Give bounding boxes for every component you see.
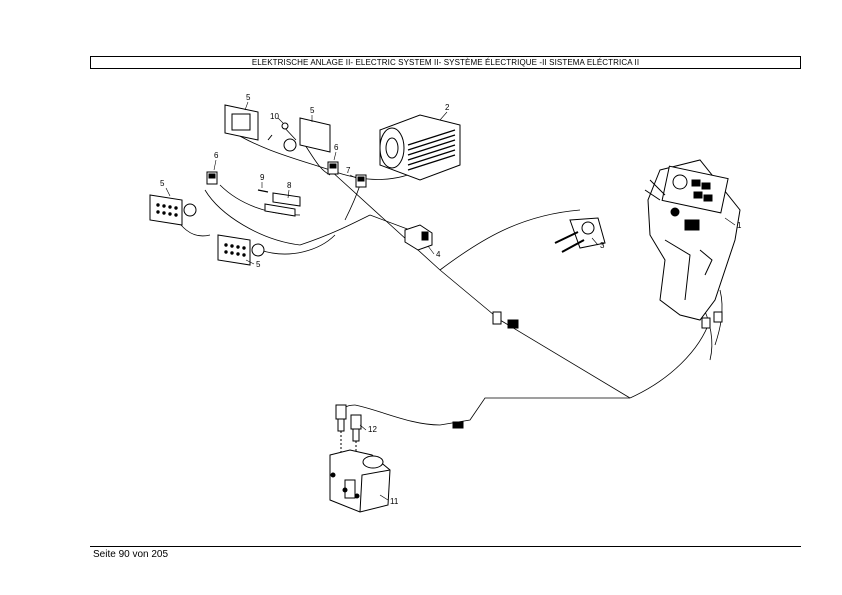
callout-8: 8 xyxy=(287,181,292,190)
callout-1: 1 xyxy=(737,221,742,230)
fuse-block xyxy=(264,192,301,217)
reservoir-tank xyxy=(329,449,391,513)
switch xyxy=(404,224,433,251)
callout-12: 12 xyxy=(368,425,377,434)
callout-4: 4 xyxy=(436,250,441,259)
bulb xyxy=(267,122,289,141)
callout-labels: 1 2 3 4 5 5 5 5 6 6 7 8 9 10 11 12 xyxy=(160,93,742,506)
page-title: ELEKTRISCHE ANLAGE II- ELECTRIC SYSTEM I… xyxy=(251,58,640,67)
callout-5b: 5 xyxy=(310,106,315,115)
callout-9: 9 xyxy=(260,173,265,182)
pressure-switches xyxy=(335,404,362,455)
sensor-assembly xyxy=(554,217,606,253)
footer-divider xyxy=(90,546,801,547)
page-number: Seite 90 von 205 xyxy=(93,549,169,560)
callout-5a: 5 xyxy=(246,93,251,102)
callout-6b: 6 xyxy=(334,143,339,152)
callout-2: 2 xyxy=(445,103,450,112)
callout-6a: 6 xyxy=(214,151,219,160)
callout-5c: 5 xyxy=(160,179,165,188)
callout-7: 7 xyxy=(346,166,351,175)
work-lamp-top-right xyxy=(283,117,331,153)
connector-7 xyxy=(355,174,367,188)
harness-connector xyxy=(452,311,519,429)
wiring-diagram: 1 2 3 4 5 5 5 5 6 6 7 8 9 10 11 12 xyxy=(140,78,750,533)
heater-unit xyxy=(379,114,461,181)
control-console xyxy=(644,159,741,329)
connector-6-left xyxy=(206,171,218,185)
page-title-box: ELEKTRISCHE ANLAGE II- ELECTRIC SYSTEM I… xyxy=(90,56,801,69)
small-fuse xyxy=(257,189,269,193)
work-lamp-left xyxy=(149,194,197,226)
work-lamp-bottom xyxy=(217,234,265,266)
callout-10: 10 xyxy=(270,112,279,121)
work-lamp-top-left xyxy=(224,104,259,141)
callout-5d: 5 xyxy=(256,260,261,269)
callout-11: 11 xyxy=(390,497,399,506)
callout-3: 3 xyxy=(600,241,605,250)
connector-6-right xyxy=(327,161,339,175)
